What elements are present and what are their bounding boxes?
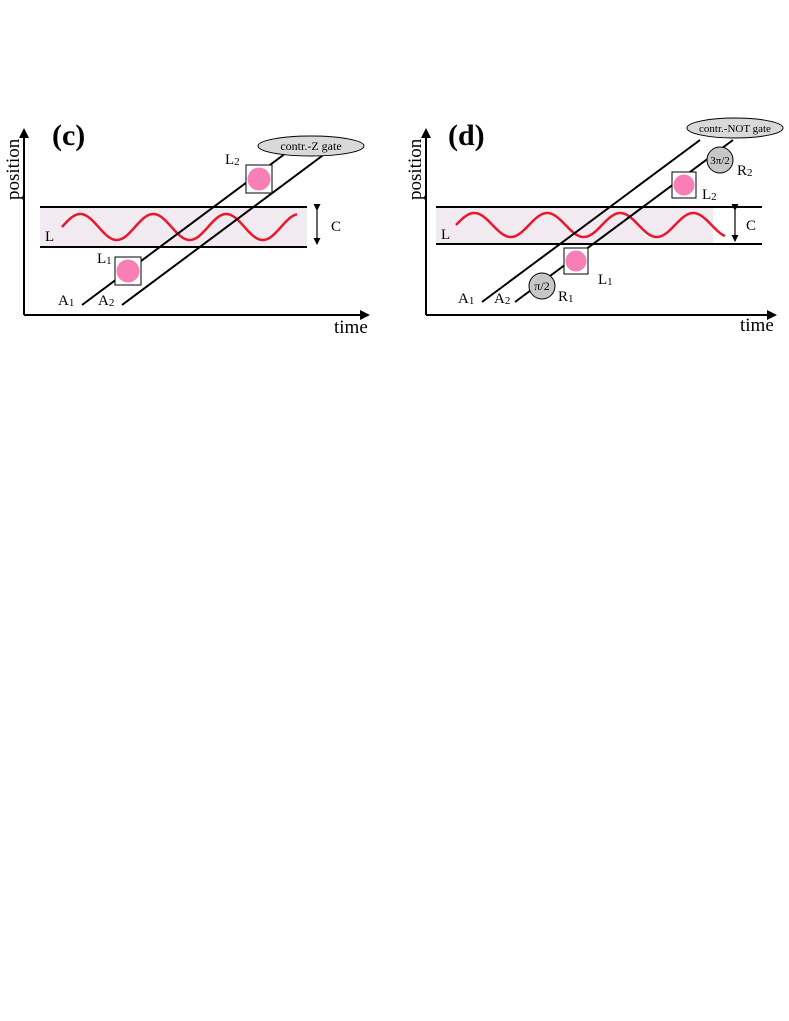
cavity-label: C: [746, 218, 756, 234]
atom-1-trajectory: [481, 139, 701, 303]
cavity-label: C: [331, 219, 341, 235]
gate-label: contr.-Z gate: [280, 139, 341, 153]
atom-1-label: A1: [58, 293, 74, 309]
atom-2-label: A2: [494, 291, 510, 307]
cavity-wave: [61, 212, 298, 242]
laser-pulse-2-label: L2: [702, 187, 717, 203]
laser-pulse-1: [116, 259, 140, 283]
rotation-1-angle: π/2: [534, 279, 549, 293]
x-axis-label: time: [334, 317, 368, 338]
atom-2-trajectory: [121, 149, 331, 306]
panel-c-label: (c): [52, 119, 85, 152]
panel-d-label: (d): [448, 119, 485, 152]
laser-pulse-2: [247, 167, 271, 191]
atom-2-label: A2: [98, 293, 114, 309]
atom-1-label: A1: [458, 291, 474, 307]
panel-c: (c) position time C L A1 A2 L1 L2 contr.…: [3, 119, 370, 338]
cavity-region: [436, 207, 713, 244]
rotation-2-label: R2: [737, 163, 753, 179]
y-axis-label: position: [405, 138, 426, 200]
panel-d: (d) position time C L A1 A2 π/2 R1 L1 L2: [405, 117, 784, 336]
rotation-2: [706, 146, 734, 174]
laser-pulse-2-label: L2: [225, 152, 240, 168]
gate-ellipse: [686, 117, 784, 139]
laser-label: L: [441, 227, 450, 243]
laser-pulse-2: [673, 174, 695, 196]
laser-pulse-1: [565, 250, 587, 272]
rotation-1: [528, 272, 556, 300]
laser-pulse-1-label: L1: [97, 251, 112, 267]
rotation-1-label: R1: [558, 289, 574, 305]
atom-2-trajectory: [514, 139, 734, 303]
cavity-wave: [455, 211, 726, 239]
rotation-2-angle: 3π/2: [710, 155, 730, 167]
gate-ellipse: [257, 135, 365, 157]
y-axis-label: position: [3, 138, 24, 200]
gate-label: contr.-NOT gate: [699, 123, 771, 135]
laser-label: L: [45, 229, 54, 245]
x-axis-label: time: [740, 315, 774, 336]
laser-pulse-1-label: L1: [598, 272, 613, 288]
